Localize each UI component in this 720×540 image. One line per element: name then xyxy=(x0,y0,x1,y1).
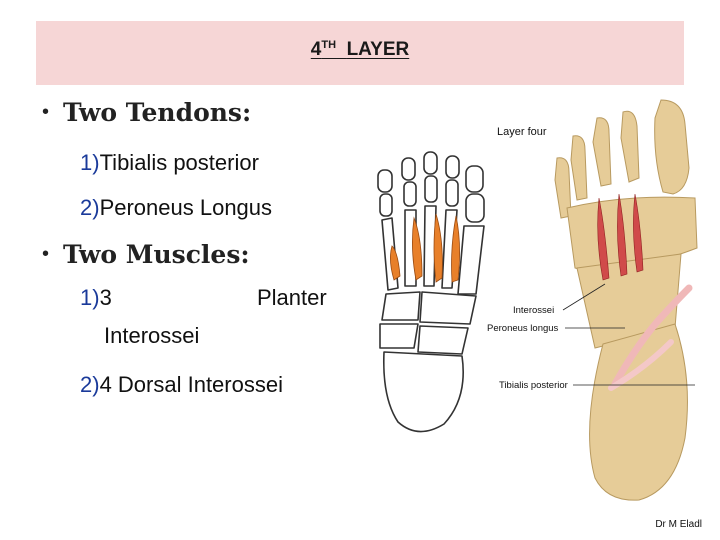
tibialis-posterior-tendon xyxy=(608,339,674,391)
muscle-item-1-cont: Interossei xyxy=(104,323,200,348)
tarsal-bone xyxy=(419,291,477,325)
peroneus-longus-tendon xyxy=(611,284,693,388)
toe-bone xyxy=(570,135,588,201)
toe-phalanx xyxy=(403,181,417,207)
calcaneus xyxy=(589,323,688,501)
muscle-item-1-right: Planter xyxy=(257,285,327,310)
metatarsal xyxy=(423,205,437,287)
metatarsal xyxy=(457,225,485,295)
toe-phalanx xyxy=(401,157,416,181)
interosseous-muscle xyxy=(597,197,610,281)
toe-phalanx xyxy=(445,179,459,207)
tarsal-bone xyxy=(417,325,469,355)
label-interossei: Interossei xyxy=(513,305,554,316)
tendon-item-1: 1)Tibialis posterior xyxy=(80,150,259,175)
toe-phalanx xyxy=(465,165,484,193)
interosseous-muscle xyxy=(633,193,644,273)
great-toe-bone xyxy=(654,99,690,195)
tarsal-bone xyxy=(381,291,421,321)
bullet-dot-icon: • xyxy=(42,243,50,265)
toe-phalanx xyxy=(424,175,438,203)
tendon-item-2: 2)Peroneus Longus xyxy=(80,195,273,220)
interosseous-muscle xyxy=(451,215,460,283)
slide-title: 4TH LAYER xyxy=(310,39,410,60)
toe-phalanx xyxy=(379,193,393,217)
label-tibialis-posterior: Tibialis posterior xyxy=(499,380,568,391)
leader-line xyxy=(562,283,606,311)
toe-phalanx xyxy=(423,151,438,175)
interosseous-muscle xyxy=(617,193,628,277)
foot-skeleton-diagram xyxy=(377,151,485,433)
toe-phalanx xyxy=(445,155,460,179)
bullet-two-tendons: •Two Tendons: xyxy=(42,98,252,127)
toe-bone xyxy=(592,117,612,187)
muscle-item-2: 2)4 Dorsal Interossei xyxy=(80,372,283,397)
interosseous-muscle xyxy=(412,216,423,281)
label-peroneus-longus: Peroneus longus xyxy=(487,323,559,334)
muscle-item-1: 1)3 xyxy=(80,285,112,310)
calcaneus xyxy=(382,351,464,433)
toe-bone xyxy=(554,157,572,219)
toe-bone xyxy=(620,110,640,183)
title-band: 4TH LAYER xyxy=(36,21,684,85)
bullet-two-muscles: •Two Muscles: xyxy=(42,240,250,269)
bullet-dot-icon: • xyxy=(42,101,50,123)
toe-phalanx xyxy=(377,169,393,193)
figure-heading: Layer four xyxy=(497,126,547,138)
interosseous-muscle xyxy=(433,213,443,283)
author-credit: Dr M Eladl xyxy=(655,519,702,530)
interosseous-muscle xyxy=(390,245,401,281)
tarsal-bone xyxy=(379,323,419,349)
toe-phalanx xyxy=(465,193,485,223)
plantar-foot-figure: Layer four Interossei Peroneus longus Ti… xyxy=(487,99,698,501)
